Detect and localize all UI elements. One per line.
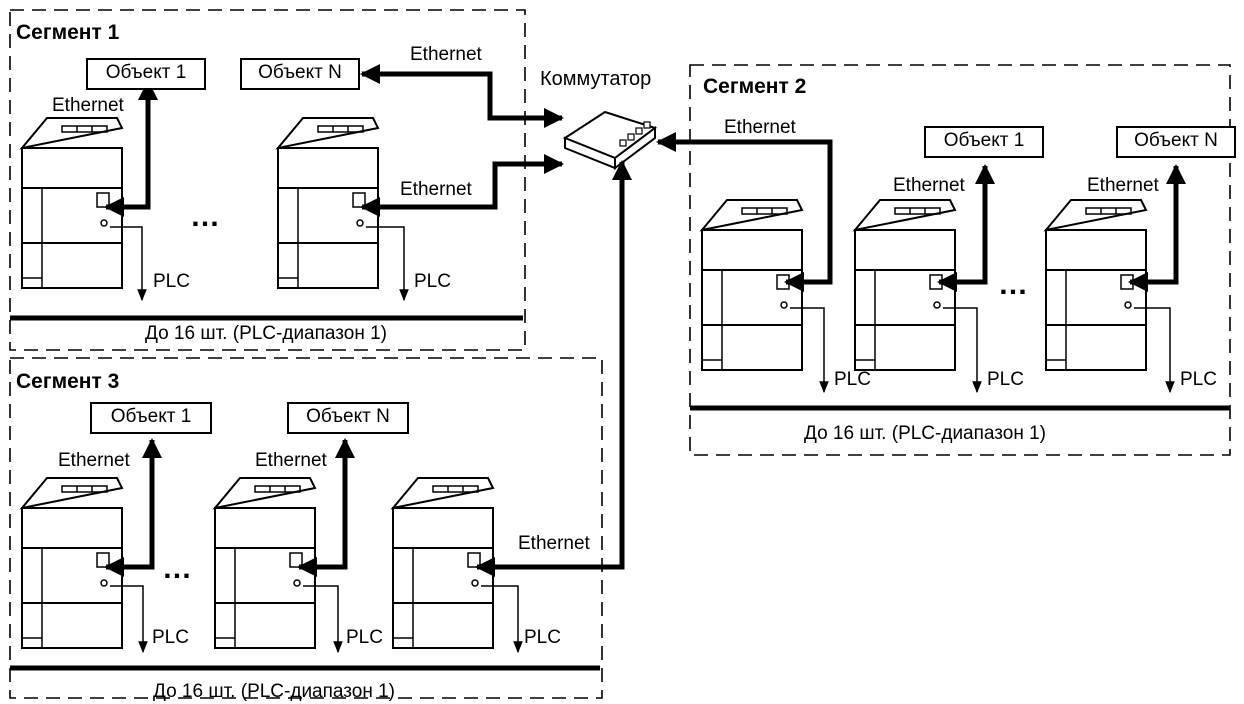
segment-3-link-object-1 (104, 438, 162, 577)
segment-3-ellipsis: … (162, 552, 193, 585)
segment-1-ethernet-label-3: Ethernet (400, 179, 472, 200)
segment-1-plc-link-n (366, 226, 409, 302)
segment-1-object-1: Объект 1 (86, 58, 206, 90)
segment-1-ethernet-label-2: Ethernet (410, 44, 482, 65)
segment-1-plc-link-1 (110, 226, 147, 302)
switch-icon (562, 110, 658, 170)
segment-1-device-1 (21, 117, 123, 289)
segment-1-link-object-n (360, 64, 564, 128)
segment-3-ethernet-label-1: Ethernet (58, 450, 130, 471)
segment-1-bus-caption: До 16 шт. (PLC-диапазон 1) (145, 323, 387, 344)
segment-1-ethernet-label-1: Ethernet (52, 95, 124, 116)
segment-1-device-n (277, 117, 379, 289)
segment-3-plc-label-2: PLC (346, 627, 383, 648)
segment-2-ellipsis: … (998, 268, 1029, 301)
segment-3-device-2 (214, 477, 316, 649)
segment-3-ethernet-label-2: Ethernet (255, 450, 327, 471)
segment-1-plc-label-2: PLC (414, 271, 451, 292)
segment-2-object-1: Объект 1 (924, 126, 1044, 158)
segment-3-object-n: Объект N (287, 402, 409, 434)
segment-3-plc-label-3: PLC (524, 627, 561, 648)
segment-3-object-1: Объект 1 (90, 402, 212, 434)
segment-1-object-n: Объект N (240, 58, 360, 90)
segment-2-link-object-1 (937, 164, 995, 292)
segment-2-plc-link-2 (943, 307, 982, 394)
segment-3-plc-link-2 (303, 585, 343, 654)
segment-2-link-object-n (1128, 164, 1186, 292)
segment-3-device-1 (21, 477, 123, 649)
segment-3-plc-label-1: PLC (152, 627, 189, 648)
segment-1-plc-label-1: PLC (153, 271, 190, 292)
segment-3-plc-link-1 (110, 585, 148, 654)
segment-2-ethernet-label-2: Ethernet (893, 175, 965, 196)
segment-3-bus-caption: До 16 шт. (PLC-диапазон 1) (153, 681, 395, 702)
segment-3-link-object-n (297, 438, 355, 577)
segment-2-device-1 (701, 199, 803, 371)
segment-2-plc-link-1 (790, 307, 829, 394)
segment-2-plc-label-3: PLC (1180, 369, 1217, 390)
switch-label: Коммутатор (540, 68, 652, 90)
segment-2-device-n (1045, 199, 1147, 371)
segment-2-plc-label-2: PLC (987, 369, 1024, 390)
segment-1-title: Сегмент 1 (16, 21, 120, 44)
segment-2-plc-label-1: PLC (834, 369, 871, 390)
segment-2-bus-caption: До 16 шт. (PLC-диапазон 1) (804, 423, 1046, 444)
segment-3-title: Сегмент 3 (16, 370, 120, 393)
segment-2-plc-link-n (1134, 307, 1175, 394)
segment-3-device-3 (392, 477, 494, 649)
segment-3-link-device-switch (475, 160, 632, 577)
segment-1-ellipsis: … (190, 200, 221, 233)
segment-2-device-2 (854, 199, 956, 371)
segment-3-ethernet-label-3: Ethernet (518, 533, 590, 554)
segment-2-ethernet-label-1: Ethernet (724, 117, 796, 138)
segment-2-title: Сегмент 2 (703, 75, 807, 98)
segment-2-link-device-switch (656, 132, 833, 292)
segment-2-frame (689, 64, 1231, 456)
segment-3-plc-link-3 (481, 585, 523, 654)
segment-1-link-object-1 (104, 80, 158, 217)
segment-2-object-n: Объект N (1116, 126, 1236, 158)
segment-2-ethernet-label-3: Ethernet (1087, 175, 1159, 196)
